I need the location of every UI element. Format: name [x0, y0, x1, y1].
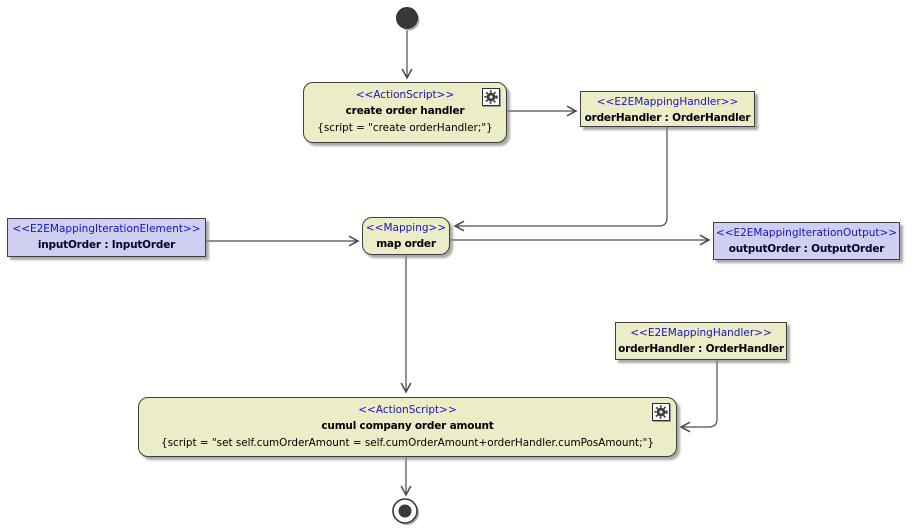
- node-name: inputOrder : InputOrder: [37, 239, 176, 251]
- gear-icon: [482, 88, 500, 106]
- node-name: orderHandler : OrderHandler: [618, 343, 784, 355]
- node-name: map order: [376, 238, 436, 250]
- script-expression: {script = "set self.cumOrderAmount = sel…: [161, 437, 654, 449]
- node-name: cumul company order amount: [321, 420, 494, 432]
- stereotype-label: <<Mapping>>: [365, 222, 447, 234]
- edge-orderhandler-to-map: [453, 127, 668, 232]
- initial-node[interactable]: [396, 7, 420, 31]
- node-name: orderHandler : OrderHandler: [584, 112, 751, 124]
- stereotype-label: <<E2EMappingHandler>>: [630, 327, 772, 339]
- stereotype-label: <<ActionScript>>: [358, 404, 457, 416]
- action-create-order-handler[interactable]: <<ActionScript>> create order handler {s…: [303, 82, 507, 143]
- stereotype-label: <<E2EMappingIterationOutput>>: [715, 227, 898, 239]
- stereotype-label: <<ActionScript>>: [355, 89, 455, 101]
- script-expression: {script = "create orderHandler;"}: [317, 122, 493, 134]
- action-map-order[interactable]: <<Mapping>> map order: [362, 217, 450, 255]
- node-name: create order handler: [345, 105, 465, 117]
- node-name: outputOrder : OutputOrder: [728, 243, 885, 255]
- edge-orderhandler2-to-cumul: [679, 360, 718, 433]
- stereotype-label: <<E2EMappingIterationElement>>: [12, 223, 201, 235]
- object-input-order[interactable]: <<E2EMappingIterationElement>> inputOrde…: [7, 218, 206, 257]
- stereotype-label: <<E2EMappingHandler>>: [596, 96, 739, 108]
- object-output-order[interactable]: <<E2EMappingIterationOutput>> outputOrde…: [713, 222, 900, 260]
- activity-final-node[interactable]: [392, 498, 419, 525]
- gear-icon: [652, 403, 670, 421]
- object-order-handler-bottom[interactable]: <<E2EMappingHandler>> orderHandler : Ord…: [615, 322, 787, 360]
- object-order-handler-top[interactable]: <<E2EMappingHandler>> orderHandler : Ord…: [580, 91, 755, 127]
- action-cumul-company-order-amount[interactable]: <<ActionScript>> cumul company order amo…: [138, 397, 677, 457]
